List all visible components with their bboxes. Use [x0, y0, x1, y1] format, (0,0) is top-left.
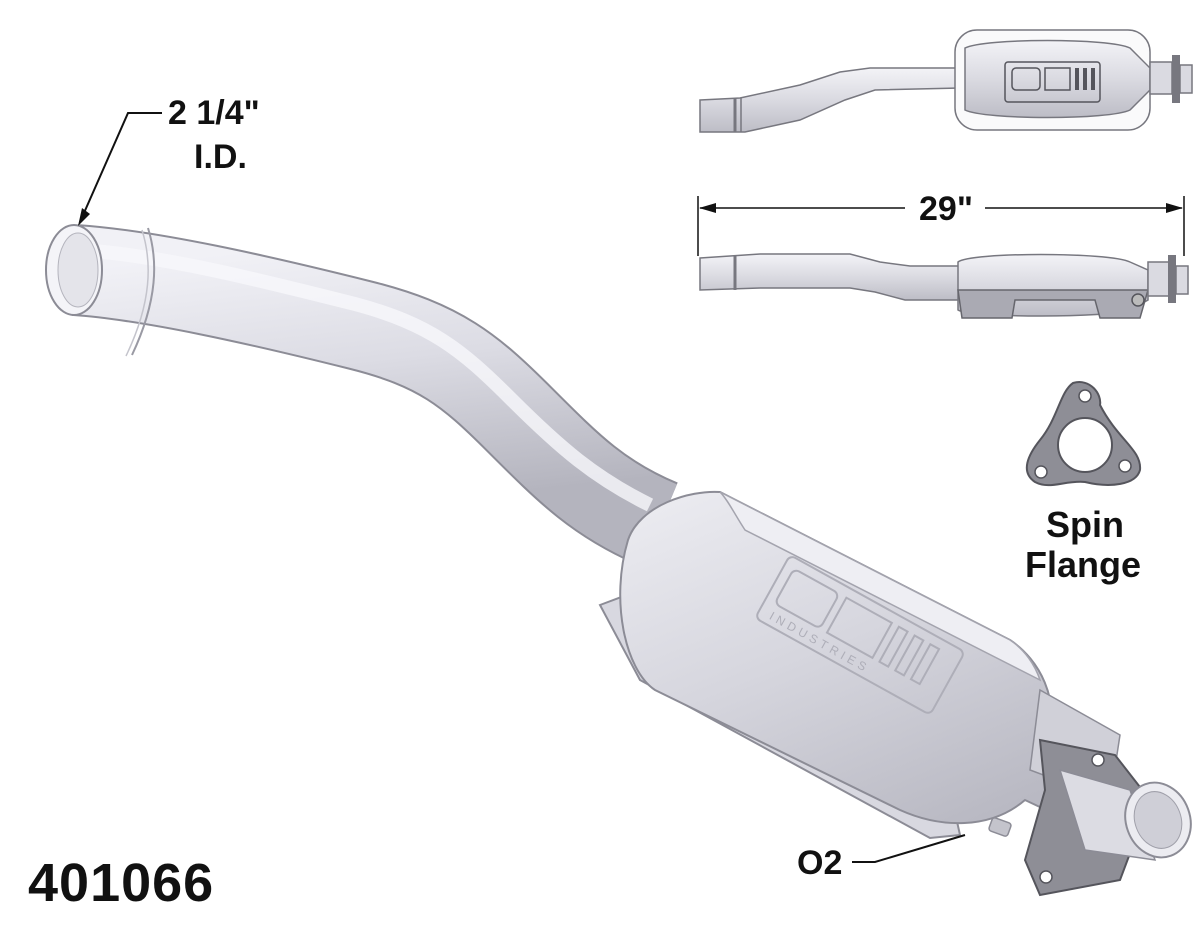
side-view-shield — [957, 289, 1149, 319]
dim-arrow-right — [1166, 203, 1183, 213]
inlet-inner — [57, 232, 99, 308]
top-view-flange — [1172, 55, 1180, 103]
pipe-ring-2 — [125, 229, 149, 357]
o2-sensor-label: O2 — [797, 844, 843, 882]
main-pipe-assembly: INDUSTRIES — [45, 224, 1192, 897]
inlet-leader-arrow — [78, 208, 90, 226]
overall-length-label: 29" — [913, 190, 979, 229]
inlet-size-label: 2 1/4" — [168, 94, 260, 132]
top-view — [699, 29, 1193, 133]
gasket-bolt-top — [1078, 389, 1092, 403]
gasket-bolt-1 — [1091, 753, 1105, 767]
top-view-outlet — [1149, 61, 1173, 95]
o2-leader-line — [852, 834, 966, 863]
pipe-highlight — [79, 243, 654, 512]
flange-gasket-icon — [1025, 381, 1142, 487]
side-view-outlet — [1147, 261, 1171, 297]
gasket-bolt-right — [1118, 459, 1132, 473]
side-view-tip — [1175, 265, 1189, 295]
side-view-flange — [1168, 255, 1176, 303]
side-view-pipe — [699, 253, 961, 301]
side-view — [697, 196, 1189, 319]
outlet-flange — [1023, 738, 1192, 897]
converter-top-facet — [719, 491, 1042, 682]
gasket-hole — [1057, 417, 1113, 473]
side-view-o2 — [1131, 293, 1145, 307]
top-view-tip — [1179, 64, 1193, 94]
inlet-pipe — [71, 226, 678, 566]
o2-bung — [988, 817, 1012, 837]
gasket-bolt-left — [1034, 465, 1048, 479]
gasket-bolt-3 — [1039, 870, 1053, 884]
inlet-leader-line — [79, 112, 162, 223]
flange-label-line1: Spin — [1046, 504, 1124, 545]
flange-label-line2: Flange — [1025, 544, 1142, 585]
inlet-id-label: I.D. — [194, 138, 247, 176]
part-number: 401066 — [28, 853, 215, 913]
top-view-pipe — [699, 67, 961, 133]
dim-arrow-left — [699, 203, 716, 213]
top-view-logo — [1004, 61, 1101, 103]
top-view-body — [964, 39, 1151, 119]
pipe-ring — [131, 227, 156, 356]
outlet-inner — [1133, 791, 1183, 849]
converter-body — [619, 490, 1132, 842]
